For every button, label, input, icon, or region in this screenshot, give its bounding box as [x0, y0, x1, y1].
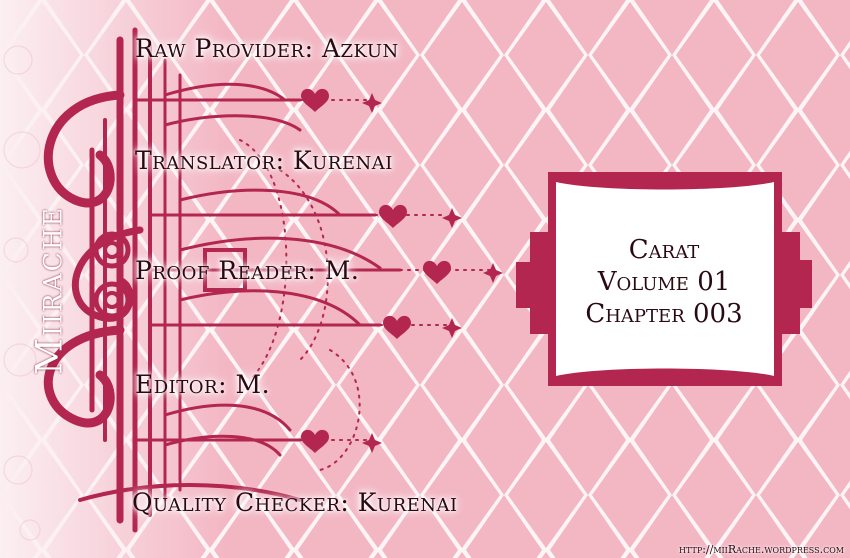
credit-quality-checker: Quality Checker: Kurenai: [132, 488, 458, 517]
credit-editor: Editor: M.: [135, 370, 271, 399]
credit-translator: Translator: Kurenai: [135, 146, 393, 175]
group-name: Miirache: [29, 206, 71, 375]
website-link[interactable]: http://miiRache.wordpress.com: [679, 543, 844, 556]
release-info: Carat Volume 01 Chapter 003: [558, 182, 770, 382]
gate-ornament: [43, 27, 491, 533]
credit-proof-reader: Proof Reader: M.: [135, 256, 360, 285]
title-frame: [516, 172, 812, 386]
series-title: Carat: [628, 235, 700, 265]
chapter-label: Chapter 003: [585, 299, 743, 329]
volume-label: Volume 01: [597, 267, 731, 297]
credit-raw-provider: Raw Provider: Azkun: [135, 34, 399, 63]
